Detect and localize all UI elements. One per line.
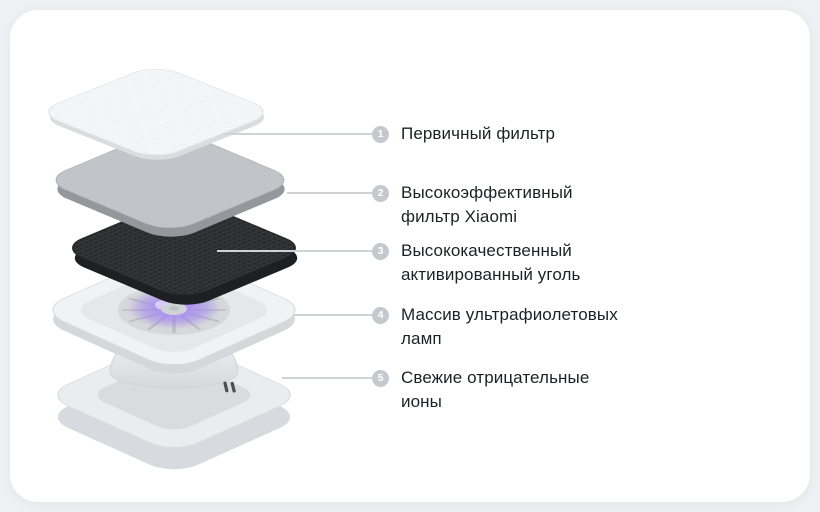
leader-line-2 (287, 192, 373, 194)
callout-label-2: Высокоэффективный фильтр Xiaomi (401, 183, 573, 226)
leader-line-5 (282, 377, 373, 379)
leader-line-1 (223, 133, 373, 135)
ion-vents-icon (223, 381, 236, 393)
base-layer (57, 329, 291, 470)
leader-line-3 (217, 250, 373, 252)
callout-label-4: Массив ультрафиолетовых ламп (401, 305, 618, 348)
pre-filter-layer (48, 68, 264, 160)
hepa-layer (55, 131, 285, 237)
callout-item-2: 2 Высокоэффективный фильтр Xiaomi (372, 181, 573, 228)
callout-badge-2: 2 (372, 184, 389, 202)
callout-item-1: 1 Первичный фильтр (372, 122, 555, 146)
carbon-layer (72, 200, 298, 305)
callout-item-5: 5 Свежие отрицательные ионы (372, 366, 589, 413)
callout-badge-4: 4 (372, 306, 389, 324)
product-card: 1 Первичный фильтр 2 Высокоэффективный ф… (10, 10, 810, 502)
callout-label-3: Высококачественный активированный уголь (401, 241, 581, 284)
air-purifier-exploded-view-icon (48, 68, 298, 470)
callout-label-5: Свежие отрицательные ионы (401, 368, 590, 411)
callout-badge-3: 3 (372, 242, 389, 260)
callout-label-1: Первичный фильтр (401, 124, 556, 143)
callout-item-4: 4 Массив ультрафиолетовых ламп (372, 303, 618, 350)
leader-line-4 (293, 314, 373, 316)
callout-badge-1: 1 (372, 125, 389, 143)
callout-item-3: 3 Высококачественный активированный угол… (372, 239, 581, 286)
callout-badge-5: 5 (372, 369, 389, 387)
